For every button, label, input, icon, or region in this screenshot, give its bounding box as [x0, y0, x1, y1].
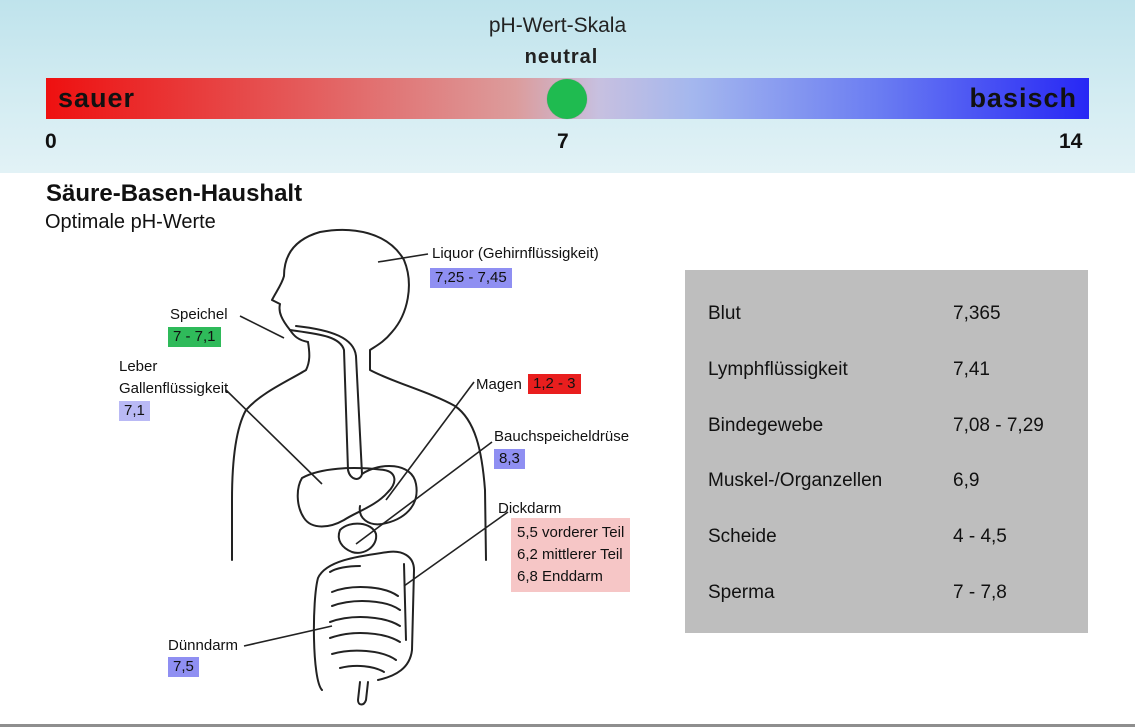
- speichel-value: 7 - 7,1: [168, 327, 221, 347]
- leber-label-line1: Leber: [119, 358, 158, 375]
- esophagus: [289, 325, 363, 480]
- table-row-name: Scheide: [708, 526, 777, 547]
- pancreas: [337, 522, 378, 554]
- table-row-value: 7,41: [953, 359, 990, 380]
- bottom-divider: [0, 724, 1135, 727]
- acid-label: sauer: [58, 83, 136, 113]
- leber-value: 7,1: [119, 401, 150, 421]
- dickdarm-values: 5,5 vorderer Teil 6,2 mittlerer Teil 6,8…: [511, 518, 631, 592]
- body-outline: [271, 228, 487, 561]
- table-row-name: Blut: [708, 303, 741, 324]
- page-title: Säure-Basen-Haushalt: [46, 180, 303, 207]
- table-row-name: Sperma: [708, 582, 775, 603]
- table-row-value: 7 - 7,8: [953, 582, 1007, 603]
- table-row-value: 7,365: [953, 303, 1001, 324]
- dickdarm-label: Dickdarm: [498, 500, 562, 517]
- neutral-marker: [547, 79, 587, 119]
- liquor-label: Liquor (Gehirnflüssigkeit): [432, 245, 599, 262]
- table-row-name: Lymphflüssigkeit: [708, 359, 848, 380]
- page-subtitle: Optimale pH-Werte: [45, 211, 216, 233]
- table-row-name: Muskel-/Organzellen: [708, 470, 883, 491]
- liver: [296, 467, 396, 528]
- anatomy-illustration: [225, 228, 509, 706]
- ph-value-table: Blut 7,365 Lymphflüssigkeit 7,41 Bindege…: [685, 270, 1088, 633]
- table-row-value: 7,08 - 7,29: [953, 415, 1044, 436]
- large-intestine: [312, 550, 415, 691]
- magen-value: 1,2 - 3: [528, 374, 581, 394]
- table-row-value: 6,9: [953, 470, 980, 491]
- stomach: [358, 464, 418, 526]
- dickdarm-value-middle: 6,2 mittlerer Teil: [517, 546, 623, 563]
- tick-label-0: 0: [45, 130, 57, 153]
- rectum: [357, 681, 369, 706]
- liquor-value: 7,25 - 7,45: [430, 268, 512, 288]
- speichel-label: Speichel: [170, 306, 228, 323]
- small-intestine: [329, 586, 401, 673]
- dickdarm-value-front: 5,5 vorderer Teil: [517, 524, 625, 541]
- tick-label-7: 7: [557, 130, 569, 153]
- bauchspeicheldruese-label: Bauchspeicheldrüse: [494, 428, 630, 445]
- dickdarm-value-end: 6,8 Enddarm: [517, 568, 603, 585]
- leber-label-line2: Gallenflüssigkeit: [119, 380, 229, 397]
- table-row-name: Bindegewebe: [708, 415, 824, 436]
- duenndarm-label: Dünndarm: [168, 637, 239, 654]
- scale-title: pH-Wert-Skala: [488, 14, 627, 37]
- tick-label-14: 14: [1059, 130, 1083, 153]
- base-label: basisch: [969, 83, 1077, 113]
- bauchspeicheldruese-value: 8,3: [494, 449, 525, 469]
- magen-label: Magen: [476, 376, 522, 393]
- table-row-value: 4 - 4,5: [953, 526, 1007, 547]
- neutral-label: neutral: [524, 46, 599, 68]
- duenndarm-value: 7,5: [168, 657, 199, 677]
